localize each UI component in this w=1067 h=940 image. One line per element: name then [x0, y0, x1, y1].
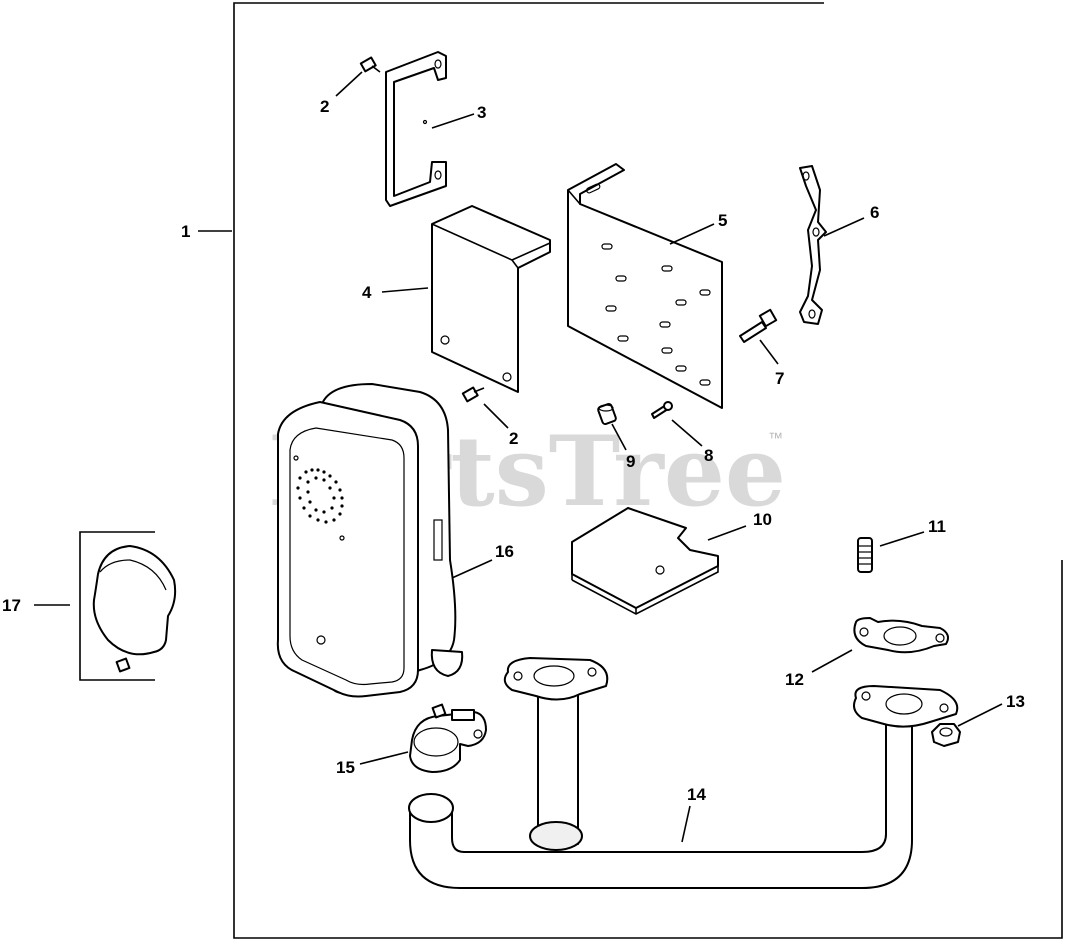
leader-lines	[34, 71, 1003, 843]
callout-labels: 1 2 3 4 5 6 7 2 9 8 10 11 12 13 14 15 16…	[2, 97, 1025, 804]
callout-11: 11	[928, 517, 946, 536]
callout-2-top: 2	[320, 97, 329, 116]
callout-16: 16	[495, 542, 514, 561]
part-9-spacer[interactable]	[597, 402, 617, 426]
callout-10: 10	[753, 510, 772, 529]
part-8-screw[interactable]	[651, 401, 673, 419]
callout-13: 13	[1006, 692, 1025, 711]
callout-17: 17	[2, 596, 21, 615]
watermark-trademark: ™	[768, 430, 783, 447]
callout-8: 8	[704, 446, 713, 465]
part-14-exhaust-pipe[interactable]	[408, 657, 959, 889]
part-2-screw-middle[interactable]	[461, 386, 485, 403]
assembly-border	[233, 2, 1063, 939]
part-17-cover-box	[79, 531, 155, 681]
part-16-muffler[interactable]	[276, 383, 464, 698]
part-11-stud[interactable]	[857, 537, 873, 573]
part-5-mounting-plate[interactable]	[567, 163, 723, 409]
part-7-bolt[interactable]	[739, 308, 778, 343]
part-3-bracket[interactable]	[385, 51, 447, 207]
part-4-heat-shield[interactable]	[431, 205, 551, 393]
callout-14: 14	[687, 785, 706, 804]
part-12-gasket[interactable]	[853, 617, 949, 654]
part-6-strap-bracket[interactable]	[799, 165, 827, 325]
part-2-screw-top[interactable]	[359, 56, 381, 73]
callout-4: 4	[362, 283, 372, 302]
part-10-plate[interactable]	[571, 507, 719, 615]
callout-15: 15	[336, 758, 355, 777]
part-17-cover[interactable]	[92, 545, 177, 673]
part-15-clamp[interactable]	[409, 703, 487, 773]
callout-12: 12	[785, 670, 804, 689]
callout-3: 3	[477, 103, 486, 122]
callout-2-middle: 2	[509, 429, 518, 448]
callout-5: 5	[718, 211, 727, 230]
callout-9: 9	[626, 452, 635, 471]
muffler-outlet-holes	[296, 468, 344, 524]
callout-1: 1	[181, 222, 190, 241]
part-13-nut[interactable]	[931, 723, 961, 747]
callout-6: 6	[870, 203, 879, 222]
callout-7: 7	[775, 369, 784, 388]
